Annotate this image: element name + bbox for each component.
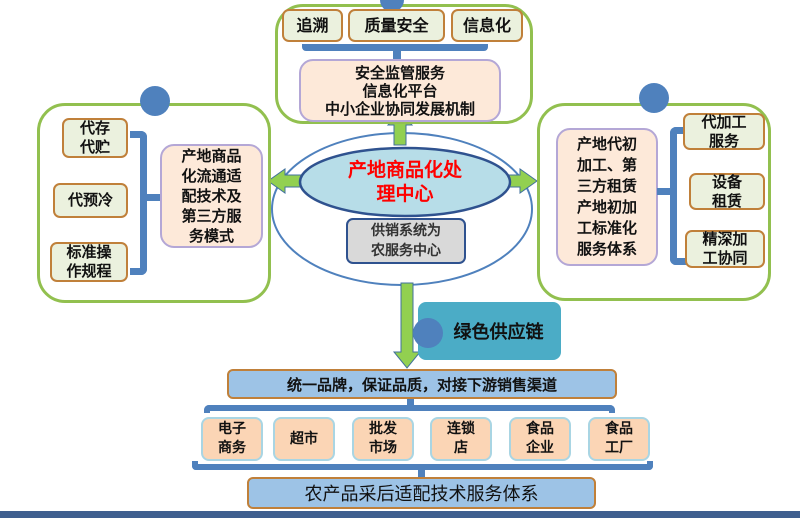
right-bracket-stem [657,188,671,195]
top-bracket [302,44,488,51]
channel-wholesale-market: 批发 市场 [352,417,414,461]
right-bracket [670,127,687,265]
arrow-down [392,282,422,369]
top-summary: 安全监管服务 信息化平台 中小企业协同发展机制 [299,59,501,122]
supply-chain-dot [413,318,443,348]
left-item-precooling: 代预冷 [53,183,128,218]
right-item-processing: 代加工 服务 [683,113,765,150]
tag-informatization: 信息化 [451,9,523,42]
left-item-storage: 代存 代贮 [62,118,128,158]
channel-food-factory: 食品 工厂 [588,417,650,461]
channel-chain-store: 连锁 店 [430,417,492,461]
brand-bar: 统一品牌，保证品质，对接下游销售渠道 [227,369,617,399]
right-summary: 产地代初 加工、第 三方租赁 产地初加 工标准化 服务体系 [556,128,658,266]
bottom-bar: 农产品采后适配技术服务体系 [247,477,596,509]
bottom-stripe [0,511,800,518]
brand-bracket-stem [407,399,414,407]
center-subtitle-box: 供销系统为 农服务中心 [346,218,466,264]
left-bracket [130,131,147,275]
tag-quality-safety: 质量安全 [348,9,445,42]
right-item-deep-processing: 精深加 工协同 [685,230,765,268]
channel-supermarket: 超市 [273,417,335,461]
center-title: 产地商品化处 理中心 [347,159,462,205]
left-item-sop: 标准操 作规程 [50,242,128,282]
bottom-bracket-stem [418,468,425,478]
channels-top-bracket [204,405,615,413]
right-marker-dot [639,83,669,113]
right-item-equipment-rental: 设备 租赁 [689,173,765,210]
left-summary: 产地商品 化流通适 配技术及 第三方服 务模式 [160,144,263,248]
left-bracket-stem [145,194,160,201]
center-ellipse [298,146,512,218]
tag-trace: 追溯 [282,9,343,42]
channel-food-enterprise: 食品 企业 [509,417,571,461]
channel-ecommerce: 电子 商务 [201,417,263,461]
top-bracket-stem [393,50,401,60]
channels-bottom-bracket [192,461,653,470]
left-marker-dot [140,86,170,116]
